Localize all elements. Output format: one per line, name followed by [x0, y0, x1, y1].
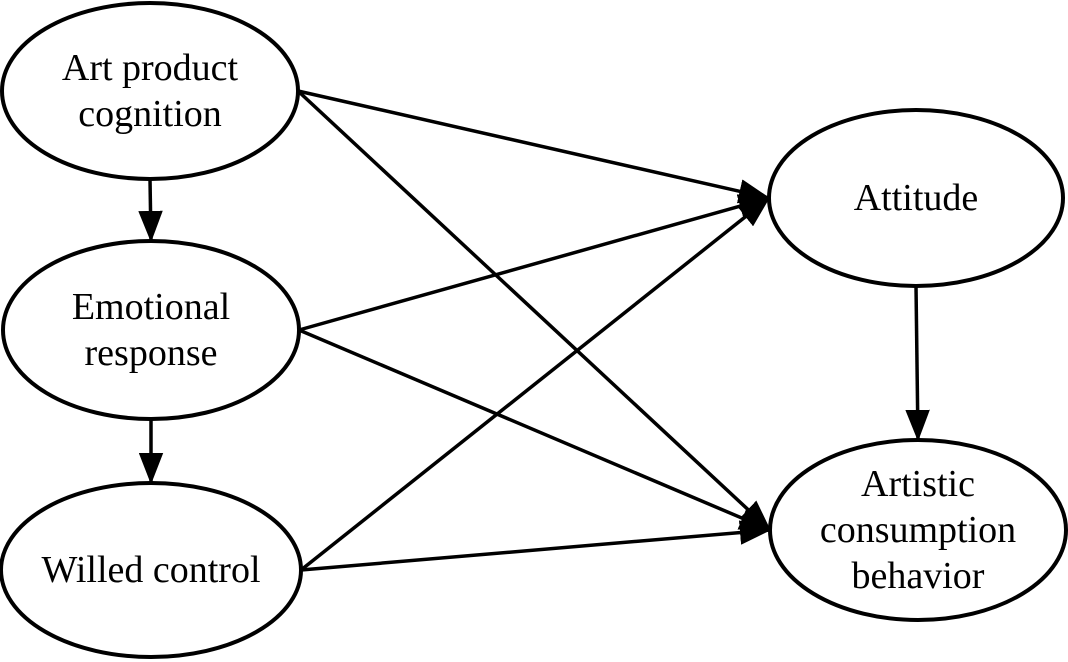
- node-ellipse-art-product-cognition: [0, 1, 300, 181]
- node-ellipse-attitude: [767, 108, 1065, 288]
- node-ellipse-emotional-response: [1, 239, 301, 421]
- edge-willed-control-to-artistic-consumption-behavior: [300, 520, 772, 572]
- edge-emotional-response-to-artistic-consumption-behavior: [298, 328, 772, 532]
- edge-attitude-to-artistic-consumption-behavior: [905, 285, 930, 442]
- node-ellipse-artistic-consumption-behavior: [768, 438, 1068, 622]
- edge-emotional-response-to-attitude: [298, 194, 771, 332]
- edge-art-product-cognition-to-attitude: [297, 89, 771, 204]
- edge-art-product-cognition-to-artistic-consumption-behavior: [296, 89, 772, 532]
- node-ellipse-willed-control: [0, 481, 303, 659]
- edge-art-product-cognition-to-emotional-response: [138, 178, 163, 243]
- edges-layer: [138, 89, 930, 572]
- edge-willed-control-to-attitude: [299, 196, 771, 572]
